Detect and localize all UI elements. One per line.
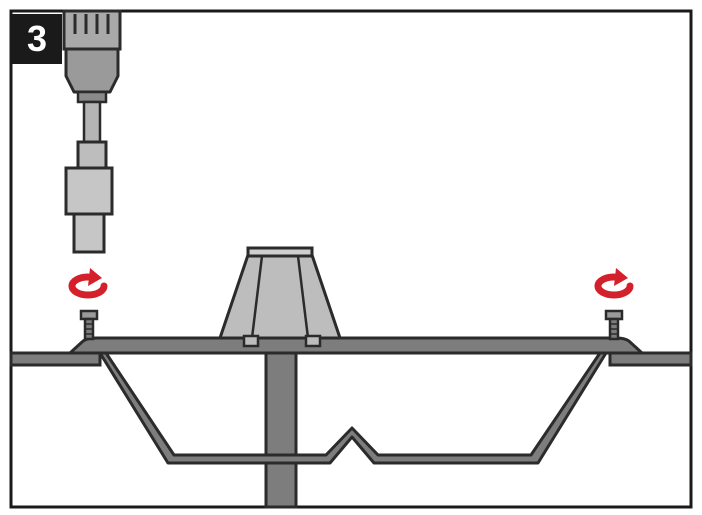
screw-right — [604, 309, 624, 341]
diagram-frame — [9, 9, 693, 509]
support-post — [264, 343, 298, 509]
mount-boot-cap — [246, 246, 314, 258]
mount-boot-foot — [242, 334, 260, 348]
screw-left — [79, 309, 99, 341]
rotation-arrow-icon — [594, 268, 634, 299]
beam-right — [608, 351, 693, 367]
drill-icon — [62, 9, 122, 254]
mount-boot-rib — [296, 255, 310, 339]
mounting-plate — [68, 336, 644, 355]
beam-left — [9, 351, 102, 367]
mount-boot-foot — [304, 334, 322, 348]
rotation-arrow-icon — [68, 268, 108, 299]
mount-boot-rib — [250, 255, 264, 339]
step-number-badge: 3 — [12, 14, 62, 64]
